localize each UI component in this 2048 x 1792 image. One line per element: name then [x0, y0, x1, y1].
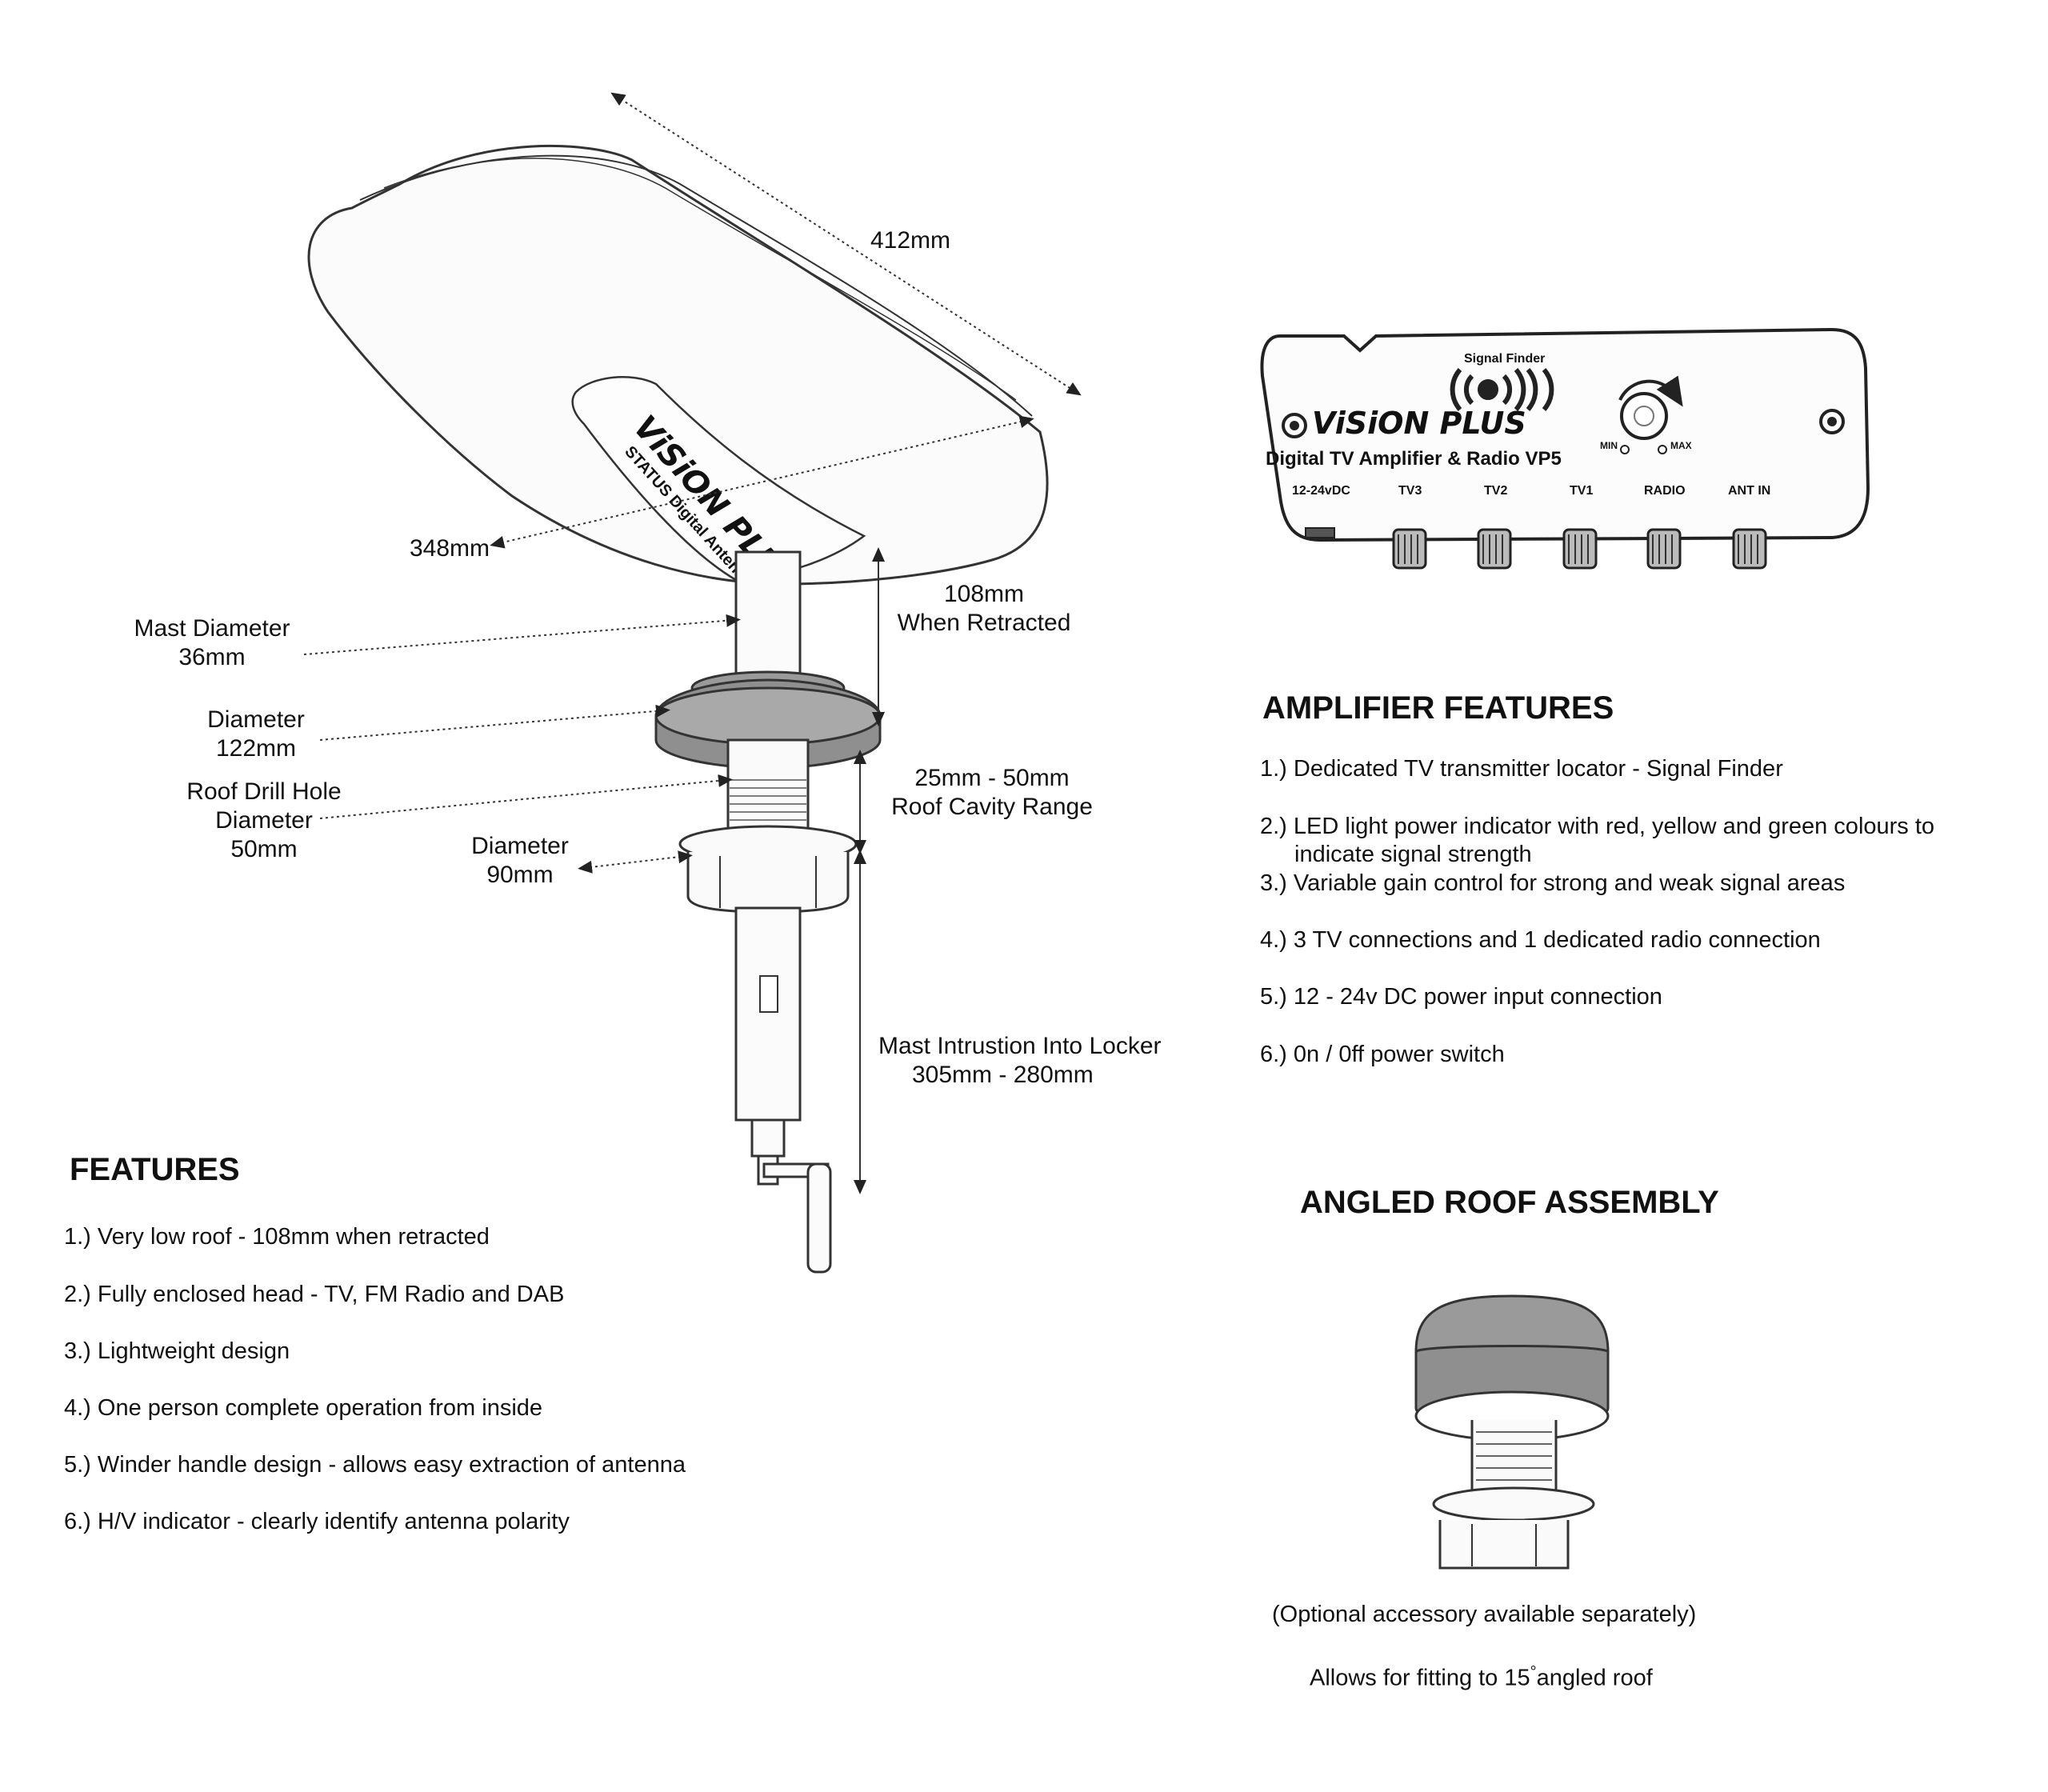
amplifier-feature-item: 4.) 3 TV connections and 1 dedicated rad… — [1260, 927, 1821, 953]
signal-finder-led — [1450, 368, 1554, 411]
port-label-tv1: TV1 — [1570, 484, 1594, 498]
port-label-tv2: TV2 — [1484, 484, 1508, 498]
mast-intrusion-label: Mast Intrustion Into Locker 305mm - 280m… — [878, 1033, 1162, 1088]
amplifier-feature-item: 2.) LED light power indicator with red, … — [1260, 814, 1935, 839]
amplifier-box — [1260, 327, 1870, 542]
threaded-shank — [726, 738, 810, 842]
amplifier-feature-item: 1.) Dedicated TV transmitter locator - S… — [1260, 756, 1783, 782]
amplifier-feature-item: 6.) 0n / 0ff power switch — [1260, 1042, 1505, 1067]
base-diameter-label: Diameter 122mm — [207, 706, 305, 762]
amplifier-feature-item: 5.) 12 - 24v DC power input connection — [1260, 984, 1662, 1010]
nut-diameter-label: Diameter 90mm — [471, 833, 569, 888]
optional-accessory-note: (Optional accessory available separately… — [1272, 1602, 1697, 1627]
port-label-radio: RADIO — [1644, 484, 1686, 498]
angled-roof-mount — [1414, 1294, 1610, 1570]
angled-roof-note: Allows for fitting to 15°angled roof — [1310, 1663, 1653, 1691]
mast-diameter-label: Mast Diameter 36mm — [134, 615, 290, 670]
amplifier-subtitle: Digital TV Amplifier & Radio VP5 — [1266, 448, 1562, 470]
winder-handle — [757, 1154, 832, 1274]
gain-min-label: MIN — [1600, 440, 1618, 451]
feature-item: 6.) H/V indicator - clearly identify ant… — [64, 1509, 570, 1534]
features-title: FEATURES — [70, 1152, 240, 1187]
feature-item: 2.) Fully enclosed head - TV, FM Radio a… — [64, 1282, 565, 1307]
amplifier-features-title: AMPLIFIER FEATURES — [1262, 690, 1614, 726]
angled-roof-title: ANGLED ROOF ASSEMBLY — [1300, 1185, 1719, 1220]
amplifier-feature-item: 3.) Variable gain control for strong and… — [1260, 870, 1846, 896]
port-label-tv3: TV3 — [1398, 484, 1422, 498]
feature-item: 4.) One person complete operation from i… — [64, 1395, 543, 1421]
lower-tube — [734, 906, 802, 1122]
port-label-dc: 12-24vDC — [1292, 484, 1350, 498]
amplifier-feature-item-cont: indicate signal strength — [1294, 842, 1532, 867]
signal-finder-label: Signal Finder — [1464, 352, 1546, 366]
gain-max-label: MAX — [1670, 440, 1692, 451]
feature-item: 3.) Lightweight design — [64, 1338, 290, 1364]
width-dimension: 348mm — [410, 535, 490, 562]
amplifier-brand: ViSiON PLUS — [1312, 406, 1526, 441]
port-label-ant-in: ANT IN — [1728, 484, 1771, 498]
roof-cavity-label: 25mm - 50mm Roof Cavity Range — [891, 765, 1093, 820]
drill-hole-label: Roof Drill Hole Diameter 50mm — [186, 778, 342, 862]
feature-item: 1.) Very low roof - 108mm when retracted — [64, 1224, 490, 1250]
length-dimension: 412mm — [870, 227, 951, 254]
height-dimension: 108mm When Retracted — [897, 581, 1071, 636]
antenna-mast — [734, 550, 802, 686]
feature-item: 5.) Winder handle design - allows easy e… — [64, 1452, 686, 1478]
